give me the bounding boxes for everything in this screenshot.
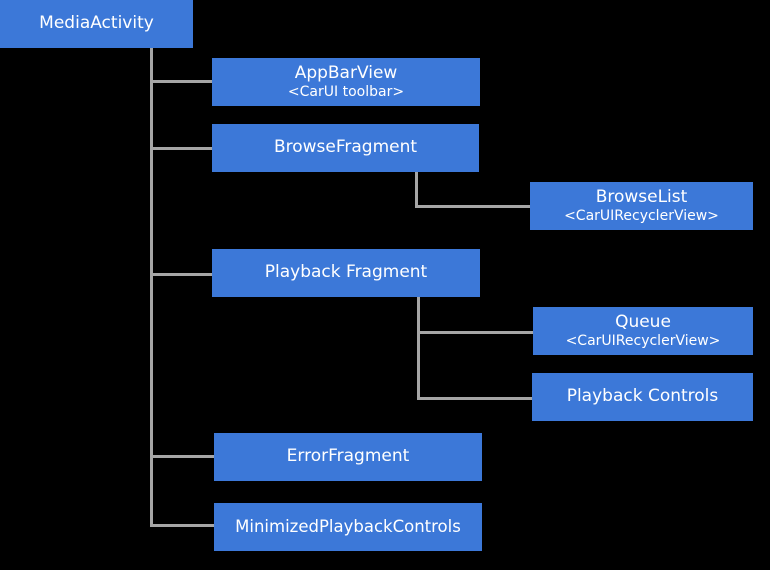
connector-trunk-browse: [415, 172, 418, 208]
node-error-fragment[interactable]: ErrorFragment: [214, 433, 482, 481]
node-subtitle: <CarUI toolbar>: [287, 84, 405, 101]
node-title: Playback Controls: [566, 386, 719, 407]
connector-branch-app-bar-view: [150, 80, 212, 83]
node-subtitle: <CarUIRecyclerView>: [565, 333, 721, 350]
node-subtitle: <CarUIRecyclerView>: [564, 208, 719, 225]
connector-trunk-main: [150, 48, 153, 527]
connector-branch-queue: [417, 331, 533, 334]
node-title: BrowseList: [595, 186, 688, 207]
node-media-activity[interactable]: MediaActivity: [0, 0, 193, 48]
node-minimized-playback-controls[interactable]: MinimizedPlaybackControls: [214, 503, 482, 551]
node-queue[interactable]: Queue<CarUIRecyclerView>: [533, 307, 753, 355]
node-app-bar-view[interactable]: AppBarView<CarUI toolbar>: [212, 58, 480, 106]
connector-branch-browse-list: [415, 205, 530, 208]
node-title: Playback Fragment: [264, 262, 428, 283]
node-title: MediaActivity: [39, 13, 154, 34]
node-browse-list[interactable]: BrowseList<CarUIRecyclerView>: [530, 182, 753, 230]
connector-branch-browse-fragment: [150, 147, 212, 150]
node-playback-fragment[interactable]: Playback Fragment: [212, 249, 480, 297]
node-browse-fragment[interactable]: BrowseFragment: [212, 124, 479, 172]
node-title: AppBarView: [294, 62, 398, 83]
connector-branch-playback-controls: [417, 397, 532, 400]
node-playback-controls[interactable]: Playback Controls: [532, 373, 753, 421]
node-title: MinimizedPlaybackControls: [235, 516, 461, 536]
connector-trunk-playback: [417, 297, 420, 400]
connector-branch-playback-fragment: [150, 273, 212, 276]
connector-branch-minimized-playback-controls: [150, 524, 214, 527]
connector-branch-error-fragment: [150, 455, 214, 458]
node-title: Queue: [615, 311, 671, 332]
node-title: ErrorFragment: [286, 446, 410, 467]
node-title: BrowseFragment: [273, 137, 418, 158]
